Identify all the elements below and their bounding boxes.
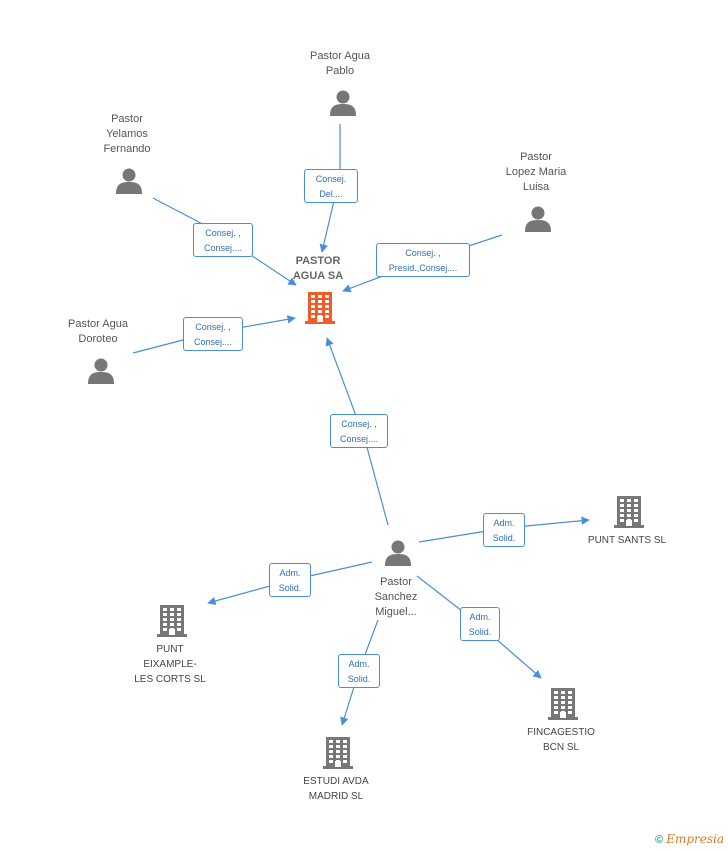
person-icon (88, 358, 114, 384)
footer-brand: © Empresia (655, 832, 724, 846)
edge-label-line: Solid. (347, 674, 371, 684)
edge-label-line: Consej.... (203, 243, 243, 253)
company-label-eixample[interactable]: PUNT EIXAMPLE- LES CORTS SL (110, 642, 230, 687)
company-label-estudi-line: MADRID SL (308, 791, 364, 802)
edge-label-pablo[interactable]: Consej. Del.... (304, 169, 358, 203)
edge-label-line: Consej. , (341, 419, 377, 429)
edge-label-luisa[interactable]: Consej. , Presid.,Consej.... (376, 243, 470, 277)
person-label-luisa-line: Luisa (522, 181, 550, 193)
center-company-label[interactable]: PASTOR AGUA SA (258, 254, 378, 284)
company-label-sants[interactable]: PUNT SANTS SL (567, 533, 687, 548)
company-label-fincagestio-line: BCN SL (542, 742, 580, 753)
company-label-estudi-line: ESTUDI AVDA (303, 776, 369, 787)
edge-label-line: Consej.... (339, 434, 379, 444)
person-icon (385, 540, 411, 566)
company-label-sants-line: PUNT SANTS SL (587, 535, 667, 546)
building-icon (323, 737, 353, 769)
person-label-luisa-line: Pastor (520, 151, 552, 163)
person-label-doroteo-line: Pastor Agua (68, 318, 128, 330)
company-label-estudi[interactable]: ESTUDI AVDA MADRID SL (276, 774, 396, 804)
edge-label-line: Del.... (319, 189, 343, 199)
edge-label-line: Presid.,Consej.... (388, 263, 458, 273)
company-label-eixample-line: PUNT (156, 644, 184, 655)
edge-label-sants[interactable]: Adm. Solid. (483, 513, 525, 547)
edge-label-line: Consej. , (405, 248, 441, 258)
company-label-eixample-line: LES CORTS SL (134, 674, 206, 685)
edge-label-fernando[interactable]: Consej. , Consej.... (193, 223, 253, 257)
edge-label-line: Consej. , (205, 228, 241, 238)
edge-label-line: Consej. (315, 174, 347, 184)
edge-label-line: Adm. (469, 612, 491, 622)
person-label-fernando-line: Yelamos (106, 128, 148, 140)
person-label-miguel-line: Miguel... (375, 606, 417, 618)
company-label-eixample-line: EIXAMPLE- (143, 659, 197, 670)
company-label-fincagestio[interactable]: FINCAGESTIO BCN SL (501, 725, 621, 755)
edge-label-fincagestio[interactable]: Adm. Solid. (460, 607, 500, 641)
brand-logo-text: Empresia (666, 832, 724, 846)
person-icon (525, 206, 551, 232)
edge-label-eixample[interactable]: Adm. Solid. (269, 563, 311, 597)
center-company-label-line: PASTOR (295, 255, 341, 267)
building-icon (157, 605, 187, 637)
company-label-fincagestio-line: FINCAGESTIO (527, 727, 595, 738)
person-label-fernando-line: Pastor (111, 113, 143, 125)
copyright-symbol: © (655, 834, 664, 846)
person-label-doroteo-line: Doroteo (78, 333, 118, 345)
person-label-fernando-line: Fernando (103, 143, 151, 155)
edge-label-line: Adm. (348, 659, 370, 669)
person-icon (116, 168, 142, 194)
building-icon (548, 688, 578, 720)
center-company-label-line: AGUA SA (292, 270, 344, 282)
person-label-luisa-line: Lopez Maria (505, 166, 567, 178)
person-label-miguel-line: Sanchez (374, 591, 418, 603)
building-icon (614, 496, 644, 528)
person-label-pablo-line: Pablo (325, 65, 355, 77)
edge-label-line: Adm. (493, 518, 515, 528)
person-label-pablo-line: Pastor Agua (310, 50, 370, 62)
center-company-building-icon (305, 292, 335, 324)
edge-label-line: Solid. (468, 627, 492, 637)
person-label-miguel-line: Pastor (380, 576, 412, 588)
edge-label-line: Consej.... (193, 337, 233, 347)
edge-label-line: Solid. (492, 533, 516, 543)
edge-label-miguel[interactable]: Consej. , Consej.... (330, 414, 388, 448)
edge-label-doroteo[interactable]: Consej. , Consej.... (183, 317, 243, 351)
edge-label-line: Solid. (278, 583, 302, 593)
edge-label-line: Consej. , (195, 322, 231, 332)
edge-label-estudi[interactable]: Adm. Solid. (338, 654, 380, 688)
edge-label-line: Adm. (279, 568, 301, 578)
person-icon (330, 90, 356, 116)
